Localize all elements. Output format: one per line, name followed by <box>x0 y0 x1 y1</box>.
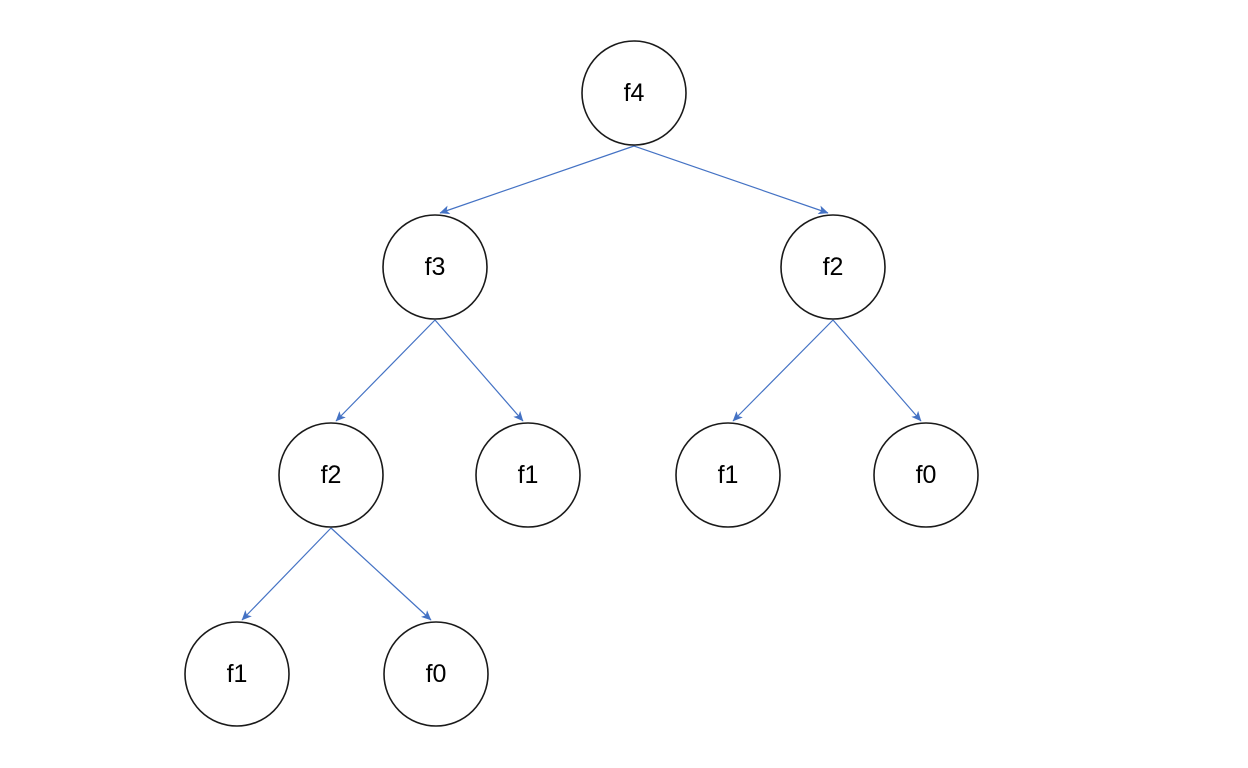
node-circle-f0b <box>383 621 489 727</box>
node-circle-f1c <box>184 621 290 727</box>
node-circle-f0a <box>873 422 979 528</box>
edge-f2l-to-f1c <box>241 527 332 621</box>
node-circle-f1a <box>475 422 581 528</box>
node-label-f2r: f2 <box>823 253 844 281</box>
node-label-f4: f4 <box>624 79 645 107</box>
edge-f3-to-f2l <box>335 319 436 422</box>
node-label-f1c: f1 <box>227 660 248 688</box>
tree-node-f3: f3 <box>382 214 488 320</box>
tree-node-f0b: f0 <box>383 621 489 727</box>
node-label-f2l: f2 <box>321 461 342 489</box>
node-circle-f1b <box>675 422 781 528</box>
tree-node-f4: f4 <box>581 40 687 146</box>
node-circle-f2r <box>780 214 886 320</box>
node-circle-f3 <box>382 214 488 320</box>
tree-node-f1a: f1 <box>475 422 581 528</box>
edge-f3-to-f1a <box>434 319 524 422</box>
tree-node-f1b: f1 <box>675 422 781 528</box>
node-label-f0a: f0 <box>916 461 937 489</box>
edge-f4-to-f2r <box>633 145 829 215</box>
node-circle-f2l <box>278 422 384 528</box>
tree-node-f2r: f2 <box>780 214 886 320</box>
tree-node-f0a: f0 <box>873 422 979 528</box>
node-circle-f4 <box>581 40 687 146</box>
edge-f4-to-f3 <box>439 145 635 215</box>
edge-f2r-to-f1b <box>732 319 834 422</box>
node-label-f1a: f1 <box>518 461 539 489</box>
node-label-f1b: f1 <box>718 461 739 489</box>
node-label-f0b: f0 <box>426 660 447 688</box>
node-label-f3: f3 <box>425 253 446 281</box>
edge-f2r-to-f0a <box>832 319 922 422</box>
tree-node-f1c: f1 <box>184 621 290 727</box>
edge-f2l-to-f0b <box>330 527 432 621</box>
tree-node-f2l: f2 <box>278 422 384 528</box>
